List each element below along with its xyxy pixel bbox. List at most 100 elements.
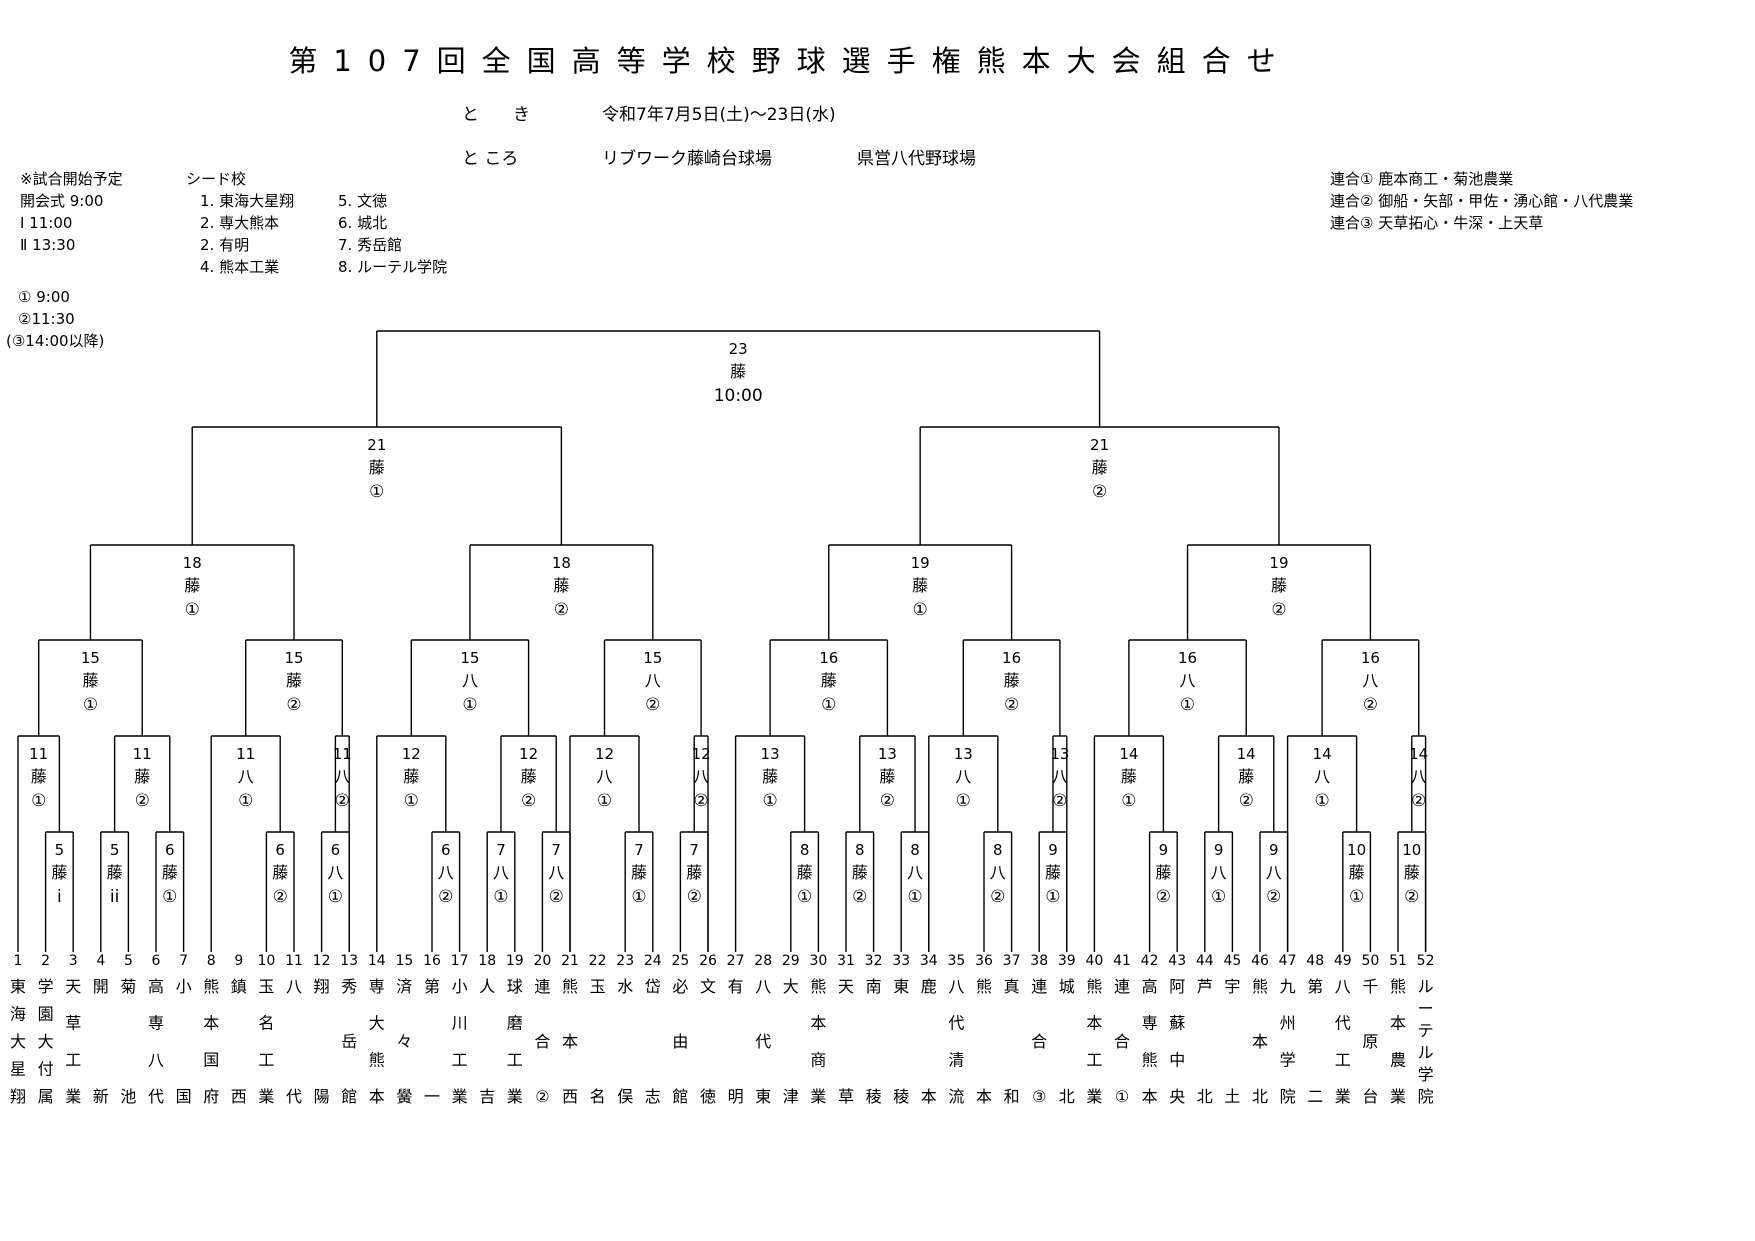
team-name-char: 二 xyxy=(1307,1087,1323,1106)
third-round-match-day: 15 xyxy=(81,649,100,667)
team-number: 25 xyxy=(671,953,689,969)
team-name-char: 陽 xyxy=(314,1087,330,1106)
second-round-match-slot: ① xyxy=(762,791,777,811)
second-round-match-venue: 八 xyxy=(596,767,612,786)
team-name-char: 西 xyxy=(231,1087,247,1106)
first-round-match-day: 6 xyxy=(275,841,285,859)
quarterfinal-match-slot: ① xyxy=(913,600,928,620)
team-name-char: 中 xyxy=(1169,1050,1185,1069)
team-number: 6 xyxy=(152,953,161,969)
team-name-char: 本 xyxy=(369,1087,385,1106)
team-name-char: 熊 xyxy=(810,977,826,996)
team-name-char: 稜 xyxy=(866,1087,882,1106)
team-name-char: 川 xyxy=(452,1014,468,1033)
first-round-match-venue: 八 xyxy=(1266,863,1282,882)
team-name-char: 八 xyxy=(755,977,771,996)
team-number: 47 xyxy=(1279,953,1297,969)
team-number: 28 xyxy=(754,953,772,969)
first-round-match-slot: ① xyxy=(631,887,646,907)
team-number: 26 xyxy=(699,953,717,969)
team-name-char: ー xyxy=(1418,999,1434,1018)
first-round-match-day: 8 xyxy=(800,841,810,859)
team-name-char: 業 xyxy=(507,1087,523,1106)
team-number: 7 xyxy=(179,953,188,969)
team-number: 48 xyxy=(1306,953,1324,969)
first-round-match-slot: ① xyxy=(162,887,177,907)
second-round-match-slot: ① xyxy=(238,791,253,811)
team-name-char: 真 xyxy=(1004,977,1020,996)
quarterfinal-match-slot: ② xyxy=(1271,600,1286,620)
third-round-match-venue: 藤 xyxy=(82,671,98,690)
semifinal-match-slot: ① xyxy=(369,482,384,502)
team-name-char: 業 xyxy=(65,1087,81,1106)
team-name-char: 八 xyxy=(1335,977,1351,996)
team-name-char: 秀 xyxy=(341,977,357,996)
quarterfinal-match-slot: ① xyxy=(185,600,200,620)
team-name-char: 熊 xyxy=(1086,977,1102,996)
team-number: 45 xyxy=(1223,953,1241,969)
team-name-char: 徳 xyxy=(700,1087,716,1106)
third-round-match-venue: 八 xyxy=(1362,671,1378,690)
team-name-char: 代 xyxy=(148,1087,164,1106)
team-name-char: 工 xyxy=(452,1050,468,1069)
team-name-char: 園 xyxy=(38,1005,54,1024)
team-name-char: テ xyxy=(1418,1021,1434,1040)
team-name-char: 北 xyxy=(1059,1087,1075,1106)
quarterfinal-match-venue: 藤 xyxy=(553,576,569,595)
second-round-match-venue: 八 xyxy=(1314,767,1330,786)
team-name-char: 有 xyxy=(728,977,744,996)
team-name-char: 名 xyxy=(590,1087,606,1106)
team-name-char: 菊 xyxy=(120,977,136,996)
team-name-char: 業 xyxy=(258,1087,274,1106)
first-round-match-slot: ① xyxy=(1349,887,1364,907)
second-round-match-venue: 八 xyxy=(955,767,971,786)
third-round-match-venue: 藤 xyxy=(821,671,837,690)
third-round-match-day: 16 xyxy=(819,649,838,667)
team-name-char: 俣 xyxy=(617,1087,633,1106)
first-round-match-slot: ① xyxy=(907,887,922,907)
semifinal-match-day: 21 xyxy=(367,436,386,454)
venue-yatsushiro: 県営八代野球場 xyxy=(857,149,976,169)
team-number: 4 xyxy=(96,953,105,969)
team-name-char: 館 xyxy=(672,1087,688,1106)
first-round-match-slot: ① xyxy=(1211,887,1226,907)
team-name-char: 翔 xyxy=(10,1087,26,1106)
team-number: 16 xyxy=(423,953,441,969)
second-round-match-day: 13 xyxy=(878,745,897,763)
second-round-match-venue: 藤 xyxy=(134,767,150,786)
schedule-row: Ⅱ 13:30 xyxy=(20,236,76,254)
second-round-match-day: 14 xyxy=(1119,745,1138,763)
first-round-match-venue: 藤 xyxy=(631,863,647,882)
team-name-char: 工 xyxy=(1335,1050,1351,1069)
second-round-match-venue: 八 xyxy=(1411,767,1427,786)
first-round-match-slot: ② xyxy=(852,887,867,907)
team-name-char: 館 xyxy=(341,1087,357,1106)
team-name-char: 西 xyxy=(562,1087,578,1106)
team-name-char: 学 xyxy=(1418,1065,1434,1084)
second-round-match-venue: 八 xyxy=(334,767,350,786)
third-round-match-day: 15 xyxy=(460,649,479,667)
second-round-match-day: 13 xyxy=(1050,745,1069,763)
team-name-char: 本 xyxy=(562,1032,578,1051)
team-name-char: 熊 xyxy=(562,977,578,996)
first-round-match-day: 8 xyxy=(910,841,920,859)
first-round-match-venue: 八 xyxy=(493,863,509,882)
first-round-match-venue: 八 xyxy=(438,863,454,882)
semifinal-match-venue: 藤 xyxy=(1092,458,1108,477)
team-name-char: 熊 xyxy=(1390,977,1406,996)
first-round-match-venue: 藤 xyxy=(797,863,813,882)
first-round-match-venue: 八 xyxy=(1211,863,1227,882)
semifinal-match-venue: 藤 xyxy=(369,458,385,477)
second-round-match-day: 13 xyxy=(954,745,973,763)
quarterfinal-match-day: 19 xyxy=(1269,554,1288,572)
when-label: と き xyxy=(462,105,530,125)
team-number: 36 xyxy=(975,953,993,969)
slot-legend: ① 9:00 ②11:30 (③14:00以降) xyxy=(6,286,104,352)
team-name-char: ル xyxy=(1418,1043,1434,1062)
venue-fujisakidai: リブワーク藤崎台球場 xyxy=(602,149,772,169)
team-name-char: 本 xyxy=(1086,1014,1102,1033)
team-name-char: 鹿 xyxy=(921,977,937,996)
team-name-char: 業 xyxy=(1390,1087,1406,1106)
team-number: 50 xyxy=(1361,953,1379,969)
quarterfinal-match-venue: 藤 xyxy=(912,576,928,595)
